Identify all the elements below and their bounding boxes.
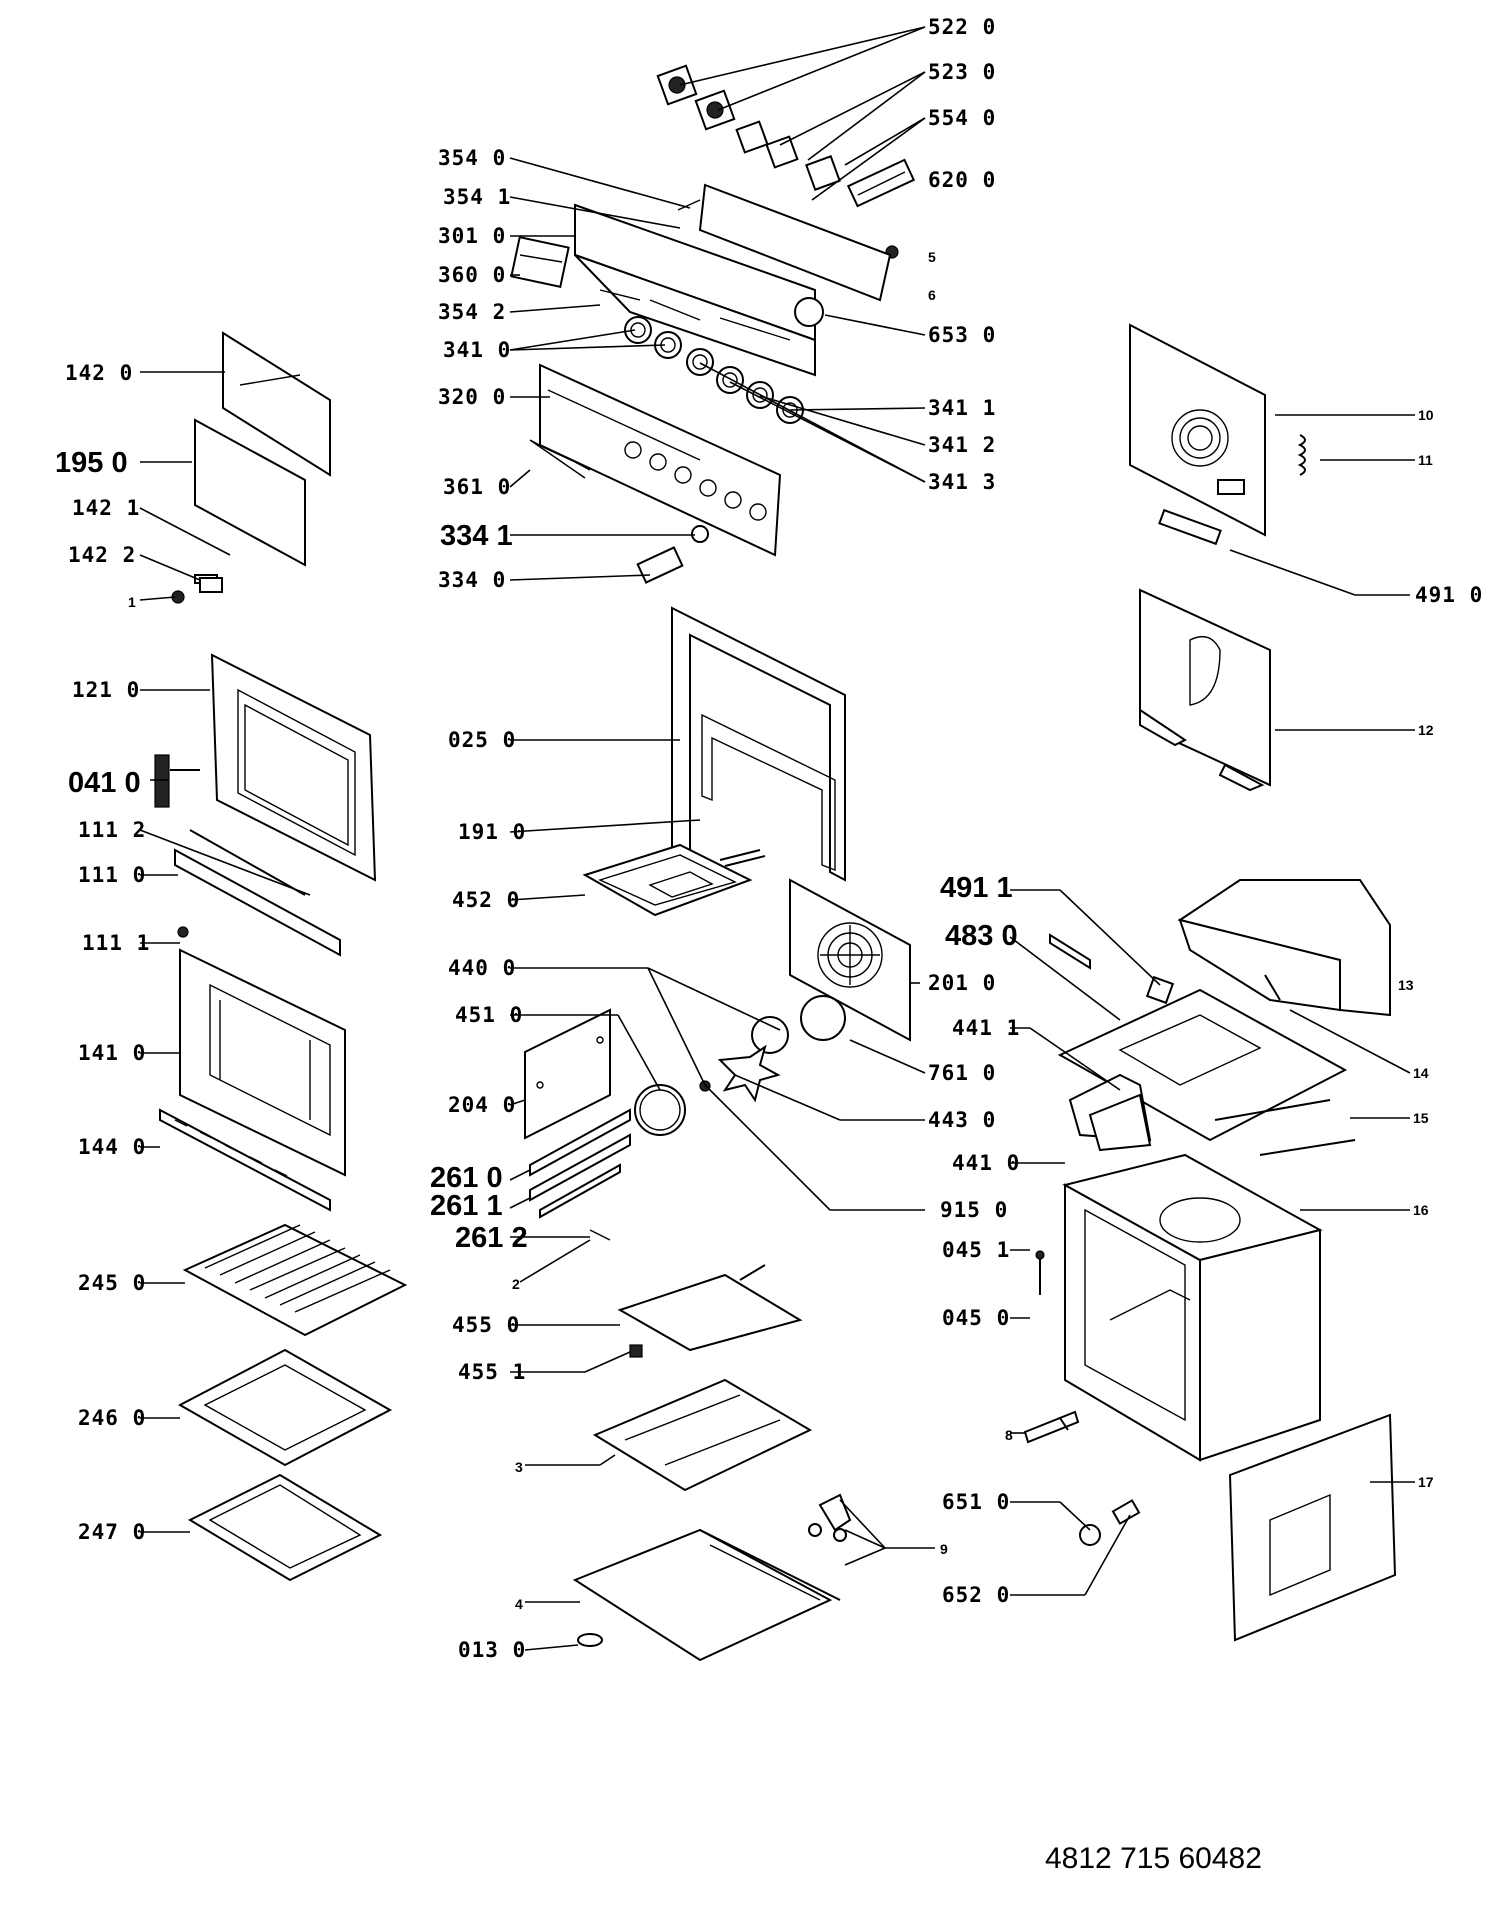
document-code: 4812 715 60482 <box>1045 1842 1262 1875</box>
callout-142-0: 142 0 <box>65 361 133 385</box>
callout-6: 6 <box>928 287 936 303</box>
callout-341-0: 341 0 <box>443 338 511 362</box>
callout-191: 191 0 <box>458 820 526 844</box>
callout-144: 144 0 <box>78 1135 146 1159</box>
callout-13: 13 <box>1398 977 1414 993</box>
fan-motor <box>634 995 846 1136</box>
callout-195: 195 0 <box>55 447 128 479</box>
leader-lines <box>139 26 1415 1651</box>
callout-523: 523 0 <box>928 60 996 84</box>
callout-261-2: 261 2 <box>455 1222 528 1254</box>
part-drawings <box>154 64 1397 1662</box>
side-panel-rails <box>524 1008 631 1241</box>
callout-2: 2 <box>512 1276 520 1292</box>
callout-440: 440 0 <box>448 956 516 980</box>
callout-483: 483 0 <box>945 920 1018 952</box>
callout-11: 11 <box>1418 452 1433 468</box>
callout-111-2: 111 2 <box>78 818 146 842</box>
callout-16: 16 <box>1413 1202 1429 1218</box>
callout-443: 443 0 <box>928 1108 996 1132</box>
callout-651: 651 0 <box>942 1490 1010 1514</box>
callout-14: 14 <box>1413 1065 1429 1081</box>
callout-8: 8 <box>1005 1427 1013 1443</box>
callout-360: 360 0 <box>438 263 506 287</box>
callout-15: 15 <box>1413 1110 1429 1126</box>
callout-025: 025 0 <box>448 728 516 752</box>
callout-4: 4 <box>515 1596 523 1612</box>
callout-761: 761 0 <box>928 1061 996 1085</box>
callout-354-2: 354 2 <box>438 300 506 324</box>
callout-452: 452 0 <box>452 888 520 912</box>
callout-labels: 522 0 523 0 554 0 620 0 5 6 653 0 354 0 … <box>55 15 1483 1662</box>
callout-245: 245 0 <box>78 1271 146 1295</box>
racks-trays <box>177 1223 408 1582</box>
callout-334-1: 334 1 <box>440 520 513 552</box>
callout-341-3: 341 3 <box>928 470 996 494</box>
callout-301: 301 0 <box>438 224 506 248</box>
callout-111-1: 111 1 <box>82 931 150 955</box>
door-handle <box>174 829 341 957</box>
callout-361: 361 0 <box>443 475 511 499</box>
callout-261-0: 261 0 <box>430 1162 503 1194</box>
callout-653: 653 0 <box>928 323 996 347</box>
callout-12: 12 <box>1418 722 1434 738</box>
rear-bracket <box>1139 588 1271 792</box>
oven-cavity <box>1035 1153 1323 1462</box>
control-panel-frame <box>510 183 892 377</box>
callout-320: 320 0 <box>438 385 506 409</box>
callout-204: 204 0 <box>448 1093 516 1117</box>
callout-334-0: 334 0 <box>438 568 506 592</box>
callout-491-0: 491 0 <box>1415 583 1483 607</box>
callout-451: 451 0 <box>455 1003 523 1027</box>
callout-441-1: 441 1 <box>952 1016 1020 1040</box>
callout-455-1: 455 1 <box>458 1360 526 1384</box>
front-control-panel <box>529 363 782 584</box>
top-heating-element <box>582 843 766 917</box>
callout-247: 247 0 <box>78 1520 146 1544</box>
callout-455-0: 455 0 <box>452 1313 520 1337</box>
callout-341-1: 341 1 <box>928 396 996 420</box>
callout-111-0: 111 0 <box>78 863 146 887</box>
callout-045-0: 045 0 <box>942 1306 1010 1330</box>
callout-261-1: 261 1 <box>430 1190 503 1222</box>
door-glass <box>171 331 331 604</box>
top-cover-13 <box>1177 879 1391 1017</box>
callout-045-1: 045 1 <box>942 1238 1010 1262</box>
callout-354-1: 354 1 <box>443 185 511 209</box>
callout-354-0: 354 0 <box>438 146 506 170</box>
callout-142-1: 142 1 <box>72 496 140 520</box>
callout-9: 9 <box>940 1541 948 1557</box>
fan-guard-201 <box>789 878 911 1042</box>
rear-panel-17 <box>1228 1413 1397 1642</box>
switch-assembly-top <box>656 64 916 259</box>
callout-141: 141 0 <box>78 1041 146 1065</box>
rear-fan-cover <box>1129 323 1306 546</box>
top-tray <box>1049 933 1356 1156</box>
callout-491-1: 491 1 <box>940 872 1013 904</box>
callout-3: 3 <box>515 1459 523 1475</box>
callout-041: 041 0 <box>68 767 141 799</box>
callout-142-2: 142 2 <box>68 543 136 567</box>
callout-441-0: 441 0 <box>952 1151 1020 1175</box>
bottom-assembly <box>572 1264 1141 1662</box>
callout-652: 652 0 <box>942 1583 1010 1607</box>
callout-522: 522 0 <box>928 15 996 39</box>
callout-1: 1 <box>128 594 136 610</box>
callout-201: 201 0 <box>928 971 996 995</box>
callout-121: 121 0 <box>72 678 140 702</box>
callout-341-2: 341 2 <box>928 433 996 457</box>
side-frame <box>671 606 846 882</box>
callout-554: 554 0 <box>928 106 996 130</box>
callout-620: 620 0 <box>928 168 996 192</box>
callout-246: 246 0 <box>78 1406 146 1430</box>
callout-5: 5 <box>928 249 936 265</box>
oven-door-frame <box>154 653 377 882</box>
outer-door-panel <box>159 948 346 1212</box>
callout-17: 17 <box>1418 1474 1434 1490</box>
callout-10: 10 <box>1418 407 1434 423</box>
callout-013: 013 0 <box>458 1638 526 1662</box>
callout-915: 915 0 <box>940 1198 1008 1222</box>
